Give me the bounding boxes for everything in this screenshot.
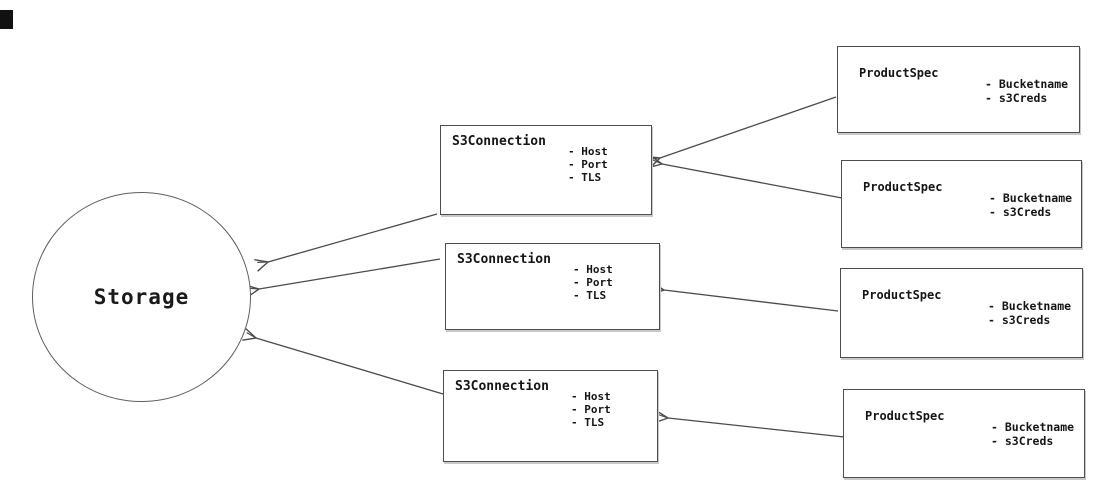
edge-s3connection1-storage [268, 213, 438, 262]
productspec-title: ProductSpec [863, 180, 943, 194]
productspec-node-2[interactable]: ProductSpec - Bucketname - s3Creds [841, 160, 1082, 248]
attr-host: - Host [571, 390, 611, 403]
attr-host: - Host [573, 263, 613, 276]
productspec-title: ProductSpec [862, 288, 942, 302]
productspec-attributes: - Bucketname - s3Creds [988, 299, 1071, 327]
attr-tls: - TLS [573, 289, 607, 302]
edge-productspec3-s3connection2 [664, 290, 839, 312]
attr-port: - Port [573, 276, 613, 289]
storage-node[interactable]: Storage [32, 192, 251, 402]
attr-port: - Port [568, 158, 608, 171]
s3connection-node-2[interactable]: S3Connection - Host - Port - TLS [445, 243, 660, 330]
attr-tls: - TLS [568, 171, 602, 184]
edge-s3connection2-storage [259, 258, 441, 289]
s3connection-attributes: - Host - Port - TLS [568, 145, 608, 184]
productspec-title: ProductSpec [865, 409, 945, 423]
s3connection-title: S3Connection [457, 252, 551, 267]
attr-bucketname: - Bucketname [985, 77, 1069, 91]
attr-s3creds: - s3Creds [985, 91, 1048, 105]
productspec-node-1[interactable]: ProductSpec - Bucketname - s3Creds [837, 46, 1080, 133]
corner-mark [0, 10, 13, 29]
productspec-attributes: - Bucketname - s3Creds [991, 420, 1074, 448]
attr-tls: - TLS [571, 416, 605, 429]
edge-productspec4-s3connection3 [668, 418, 845, 438]
attr-s3creds: - s3Creds [989, 205, 1052, 219]
attr-s3creds: - s3Creds [991, 434, 1054, 448]
storage-label: Storage [93, 285, 190, 309]
productspec-attributes: - Bucketname - s3Creds [985, 77, 1068, 105]
productspec-node-3[interactable]: ProductSpec - Bucketname - s3Creds [840, 268, 1083, 358]
attr-s3creds: - s3Creds [988, 313, 1051, 327]
productspec-title: ProductSpec [859, 66, 939, 80]
attr-host: - Host [568, 145, 608, 158]
productspec-node-4[interactable]: ProductSpec - Bucketname - s3Creds [843, 389, 1085, 478]
s3connection-title: S3Connection [452, 134, 546, 149]
s3connection-attributes: - Host - Port - TLS [573, 263, 613, 302]
s3connection-title: S3Connection [455, 379, 549, 394]
edge-productspec1-s3connection1 [660, 96, 837, 158]
attr-port: - Port [571, 403, 611, 416]
attr-bucketname: - Bucketname [989, 191, 1073, 205]
attr-bucketname: - Bucketname [991, 420, 1075, 434]
s3connection-node-3[interactable]: S3Connection - Host - Port - TLS [443, 370, 658, 462]
productspec-attributes: - Bucketname - s3Creds [989, 191, 1072, 219]
edge-s3connection3-storage [256, 338, 444, 395]
s3connection-attributes: - Host - Port - TLS [571, 390, 611, 429]
attr-bucketname: - Bucketname [988, 299, 1072, 313]
edge-productspec2-s3connection1 [662, 164, 843, 199]
s3connection-node-1[interactable]: S3Connection - Host - Port - TLS [440, 125, 652, 215]
